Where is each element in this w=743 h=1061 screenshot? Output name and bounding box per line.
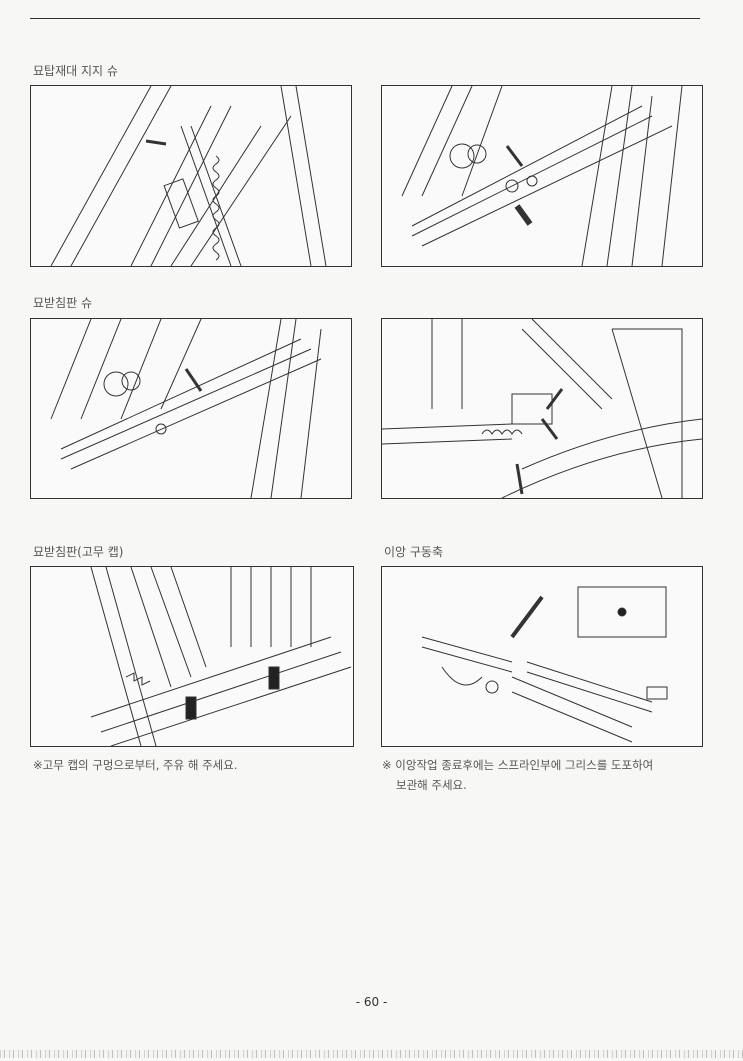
scan-edge-artifact [0, 1050, 743, 1058]
header-rule [30, 18, 700, 19]
figure-platform-support-shoe-right [381, 85, 703, 267]
figure-tray-shoe-right [381, 318, 703, 499]
caption-drive-shaft-grease-line2: 보관해 주세요. [396, 778, 467, 792]
section-title-seedling-platform-support-shoe: 묘탑재대 지지 슈 [33, 64, 118, 78]
section-title-tray-rubber-cap: 묘받침판(고무 캡) [33, 545, 124, 559]
figure-planting-drive-shaft [381, 566, 703, 747]
page-number: - 60 - [355, 995, 388, 1009]
section-title-planting-drive-shaft: 이앙 구동축 [384, 545, 444, 559]
figure-tray-rubber-cap [30, 566, 354, 747]
caption-drive-shaft-grease-line1: ※ 이앙작업 종료후에는 스프라인부에 그리스를 도포하여 [382, 758, 654, 772]
section-title-seedling-tray-shoe: 묘받침판 슈 [33, 296, 93, 310]
caption-rubber-cap-lubrication: ※고무 캡의 구멍으로부터, 주유 해 주세요. [33, 758, 238, 772]
figure-tray-shoe-left [30, 318, 352, 499]
figure-platform-support-shoe-left [30, 85, 352, 267]
